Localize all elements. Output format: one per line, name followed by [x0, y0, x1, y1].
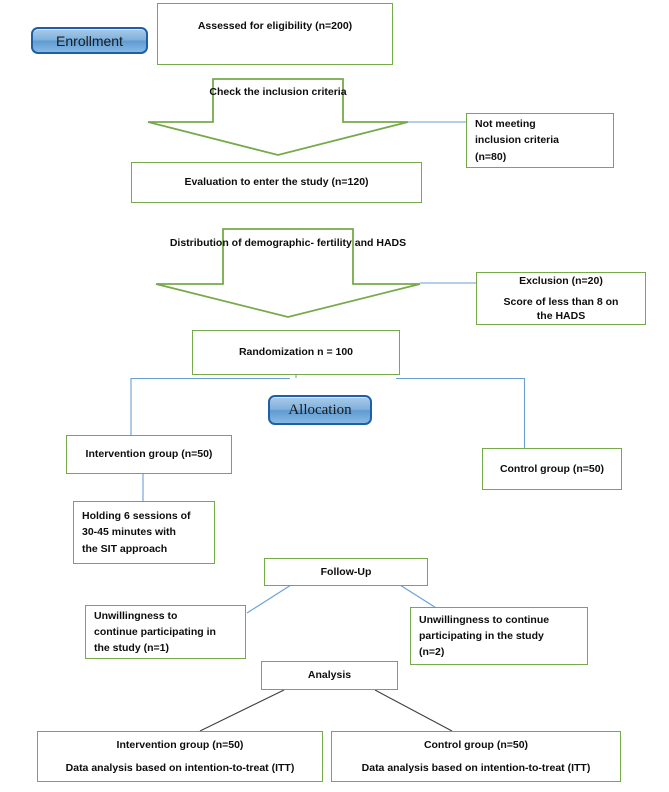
node-check-inclusion-criteria[interactable]: Check the inclusion criteria — [147, 78, 409, 156]
phase-badge-enrollment[interactable]: Enrollment — [31, 27, 148, 54]
chevron-shape-distribution — [155, 228, 421, 318]
node-analysis-intervention-line-1: Intervention group (n=50) — [116, 739, 244, 752]
phase-badge-allocation-label: Allocation — [288, 401, 352, 418]
node-analysis-control-line-1: Control group (n=50) — [423, 739, 529, 752]
node-analysis-intervention-group[interactable]: Intervention group (n=50) Data analysis … — [37, 731, 323, 782]
node-follow-up[interactable]: Follow-Up — [264, 558, 428, 586]
connector-analysis-to-intervention-analysis — [199, 689, 285, 732]
phase-badge-enrollment-label: Enrollment — [56, 32, 123, 49]
node-assessed-line-1: Assessed for eligibility (n=200) — [197, 20, 353, 32]
node-follow-up-line-1: Follow-Up — [320, 565, 372, 578]
node-evaluation-to-enter-study[interactable]: Evaluation to enter the study (n=120) — [131, 162, 422, 203]
phase-badge-allocation[interactable]: Allocation — [268, 395, 372, 425]
node-dropout-intervention[interactable]: Unwillingness to continue participating … — [85, 605, 246, 659]
node-analysis-control-group[interactable]: Control group (n=50) Data analysis based… — [331, 731, 621, 782]
node-evaluation-line-1: Evaluation to enter the study (n=120) — [184, 176, 369, 189]
node-sessions-line-1: Holding 6 sessions of — [82, 510, 191, 523]
node-assessed-for-eligibility[interactable]: Assessed for eligibility (n=200) — [157, 3, 393, 65]
node-intervention-group-line-1: Intervention group (n=50) — [85, 448, 213, 461]
node-analysis[interactable]: Analysis — [261, 661, 398, 690]
node-not-meeting-line-3: (n=80) — [475, 150, 507, 163]
node-analysis-line-1: Analysis — [307, 669, 352, 682]
node-exclusion-line-3: the HADS — [536, 310, 586, 323]
node-dropout-right-line-2: participating in the study — [419, 629, 544, 642]
node-control-group-line-1: Control group (n=50) — [499, 462, 605, 475]
node-dropout-control[interactable]: Unwillingness to continue participating … — [410, 607, 588, 665]
node-control-group-allocation[interactable]: Control group (n=50) — [482, 448, 622, 490]
node-randomization-line-1: Randomization n = 100 — [238, 346, 354, 359]
node-dropout-right-line-3: (n=2) — [419, 646, 445, 659]
node-sessions-line-2: 30-45 minutes with — [82, 526, 176, 539]
node-exclusion-line-1: Exclusion (n=20) — [519, 274, 603, 287]
node-dropout-right-line-1: Unwillingness to continue — [419, 613, 550, 626]
node-analysis-intervention-line-2: Data analysis based on intention-to-trea… — [65, 761, 295, 774]
node-exclusion[interactable]: Exclusion (n=20) Score of less than 8 on… — [476, 272, 646, 325]
node-dropout-left-line-1: Unwillingness to — [94, 609, 178, 622]
node-not-meeting-inclusion-criteria[interactable]: Not meeting inclusion criteria (n=80) — [466, 113, 614, 168]
chevron-shape-check-inclusion — [147, 78, 409, 156]
connector-analysis-to-control-analysis — [374, 689, 453, 732]
connector-followup-to-dropout-left — [246, 584, 292, 614]
node-holding-sessions[interactable]: Holding 6 sessions of 30-45 minutes with… — [73, 501, 215, 564]
node-randomization[interactable]: Randomization n = 100 — [192, 330, 400, 375]
node-dropout-left-line-2: continue participating in — [94, 625, 216, 638]
node-dropout-left-line-3: the study (n=1) — [94, 642, 169, 655]
node-analysis-control-line-2: Data analysis based on intention-to-trea… — [361, 761, 591, 774]
node-intervention-group-allocation[interactable]: Intervention group (n=50) — [66, 435, 232, 474]
node-not-meeting-line-1: Not meeting — [475, 118, 536, 131]
node-not-meeting-line-2: inclusion criteria — [475, 134, 560, 147]
node-exclusion-line-2: Score of less than 8 on — [503, 295, 619, 308]
node-sessions-line-3: the SIT approach — [82, 542, 168, 555]
node-distribution-demographic-hads[interactable]: Distribution of demographic- fertility a… — [155, 228, 421, 318]
